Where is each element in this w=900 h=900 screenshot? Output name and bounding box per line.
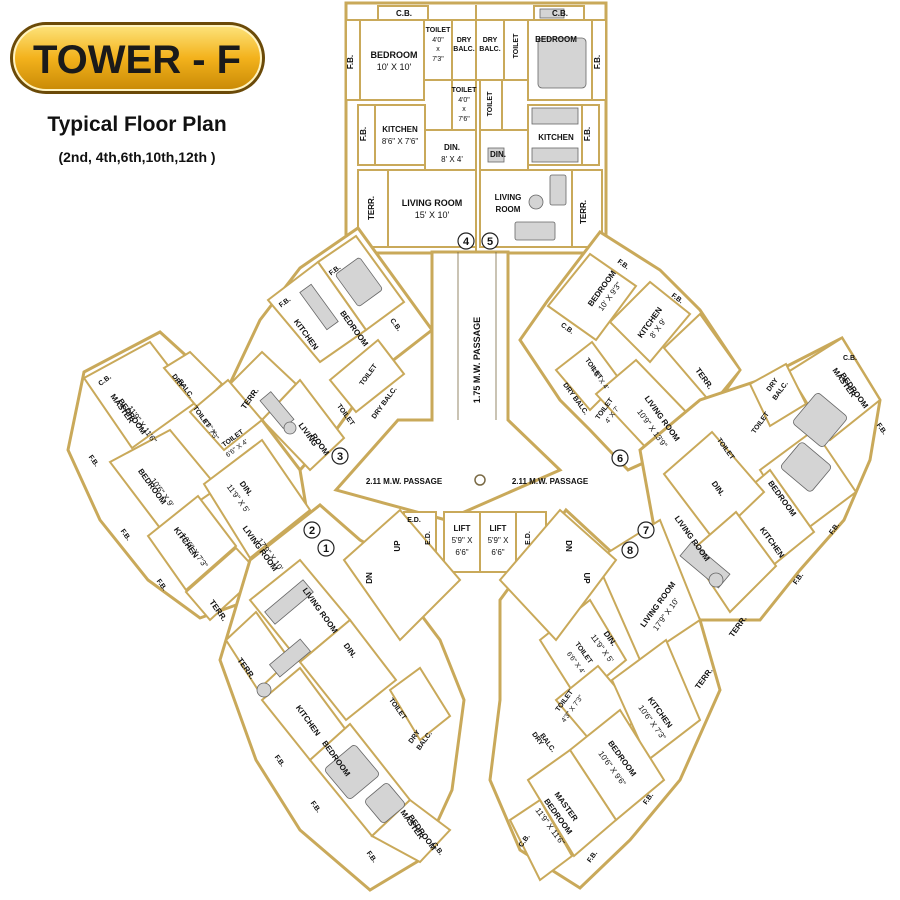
floors-list: (2nd, 4th,6th,10th,12th ) xyxy=(58,149,215,165)
room-size: x xyxy=(462,106,466,113)
unit-number: 2 xyxy=(309,525,315,537)
core xyxy=(333,250,618,642)
room-size: 8' X 4' xyxy=(441,155,463,164)
plan-subtitle: Typical Floor Plan xyxy=(47,113,226,136)
ed-label: E.D. xyxy=(407,517,421,524)
room-label: TERR. xyxy=(367,196,376,220)
room-label: TOILET xyxy=(452,87,477,94)
room-label: F.B. xyxy=(593,55,602,69)
room-label: BEDROOM xyxy=(371,50,418,60)
right-passage-label: 2.11 M.W. PASSAGE xyxy=(512,477,589,486)
unit-number-markers: 1 2 3 4 5 6 7 8 xyxy=(303,232,655,559)
room-label: F.B. xyxy=(583,127,592,141)
room-label: DRY xyxy=(457,37,472,44)
left-far-wing xyxy=(66,330,312,622)
room-label: KITCHEN xyxy=(382,125,418,134)
stair-up-label: UP xyxy=(582,572,591,584)
lift-label: LIFT xyxy=(454,524,471,533)
lift-size: 5'9" X xyxy=(452,536,473,545)
room-label: F.B. xyxy=(359,127,368,141)
room-label: KITCHEN xyxy=(538,133,574,142)
stair-dn-label: DN xyxy=(564,540,573,552)
room-size: 4'0" xyxy=(432,37,444,44)
room-label: C.B. xyxy=(843,355,857,362)
room-label: LIVING xyxy=(495,193,522,202)
room-label: TERR. xyxy=(579,200,588,224)
room-label: F.B. xyxy=(875,422,888,436)
right-upper-wing xyxy=(518,229,742,472)
unit-number: 6 xyxy=(617,453,623,465)
lift-label: LIFT xyxy=(490,524,507,533)
stair-up-label: UP xyxy=(393,540,402,552)
room-size: 15' X 10' xyxy=(415,210,450,220)
top-left-unit-labels: C.B. F.B. BEDROOM 10' X 10' TOILET 4'0" … xyxy=(346,9,477,220)
right-far-wing xyxy=(638,336,882,622)
left-upper-wing xyxy=(224,225,435,473)
room-label: TOILET xyxy=(513,33,520,58)
ed-label: E.D. xyxy=(525,531,532,545)
unit-number: 7 xyxy=(643,525,649,537)
room-size: 7'3" xyxy=(432,56,444,63)
title-badge: TOWER - F xyxy=(10,22,265,94)
room-label: C.B. xyxy=(552,9,568,18)
top-block xyxy=(344,1,608,255)
unit-number: 8 xyxy=(627,545,633,557)
lift-size: 6'6" xyxy=(491,548,504,557)
room-label: BALC. xyxy=(453,46,474,53)
room-label: BALC. xyxy=(479,46,500,53)
left-passage-label: 2.11 M.W. PASSAGE xyxy=(366,477,443,486)
room-label: LIVING ROOM xyxy=(402,198,463,208)
unit-number: 1 xyxy=(323,543,329,555)
room-size: 7'6" xyxy=(458,116,470,123)
lift-size: 6'6" xyxy=(455,548,468,557)
room-label: DRY xyxy=(483,37,498,44)
room-size: 4'0" xyxy=(458,97,470,104)
vertical-passage-label: 1.75 M.W. PASSAGE xyxy=(472,317,482,403)
stair-dn-label: DN xyxy=(365,572,374,584)
room-size: 10' X 10' xyxy=(377,62,412,72)
core-labels: 1.75 M.W. PASSAGE 2.11 M.W. PASSAGE 2.11… xyxy=(365,317,591,584)
room-label: TOILET xyxy=(487,91,494,116)
room-size: 8'6" X 7'6" xyxy=(382,137,418,146)
room-label: ROOM xyxy=(496,205,521,214)
room-label: DIN. xyxy=(490,150,506,159)
room-label: F.B. xyxy=(346,55,355,69)
ed-label: E.D. xyxy=(425,531,432,545)
lift-size: 5'9" X xyxy=(488,536,509,545)
room-label: C.B. xyxy=(396,9,412,18)
unit-number: 4 xyxy=(463,236,470,248)
unit-number: 3 xyxy=(337,451,343,463)
tower-title: TOWER - F xyxy=(33,38,241,82)
room-label: DIN. xyxy=(444,143,460,152)
room-label: BEDROOM xyxy=(535,35,577,44)
room-label: TOILET xyxy=(426,27,451,34)
top-right-unit-labels: C.B. F.B. DRY BALC. TOILET BEDROOM TOILE… xyxy=(479,9,602,224)
unit-number: 5 xyxy=(487,236,493,248)
room-size: x xyxy=(436,46,440,53)
